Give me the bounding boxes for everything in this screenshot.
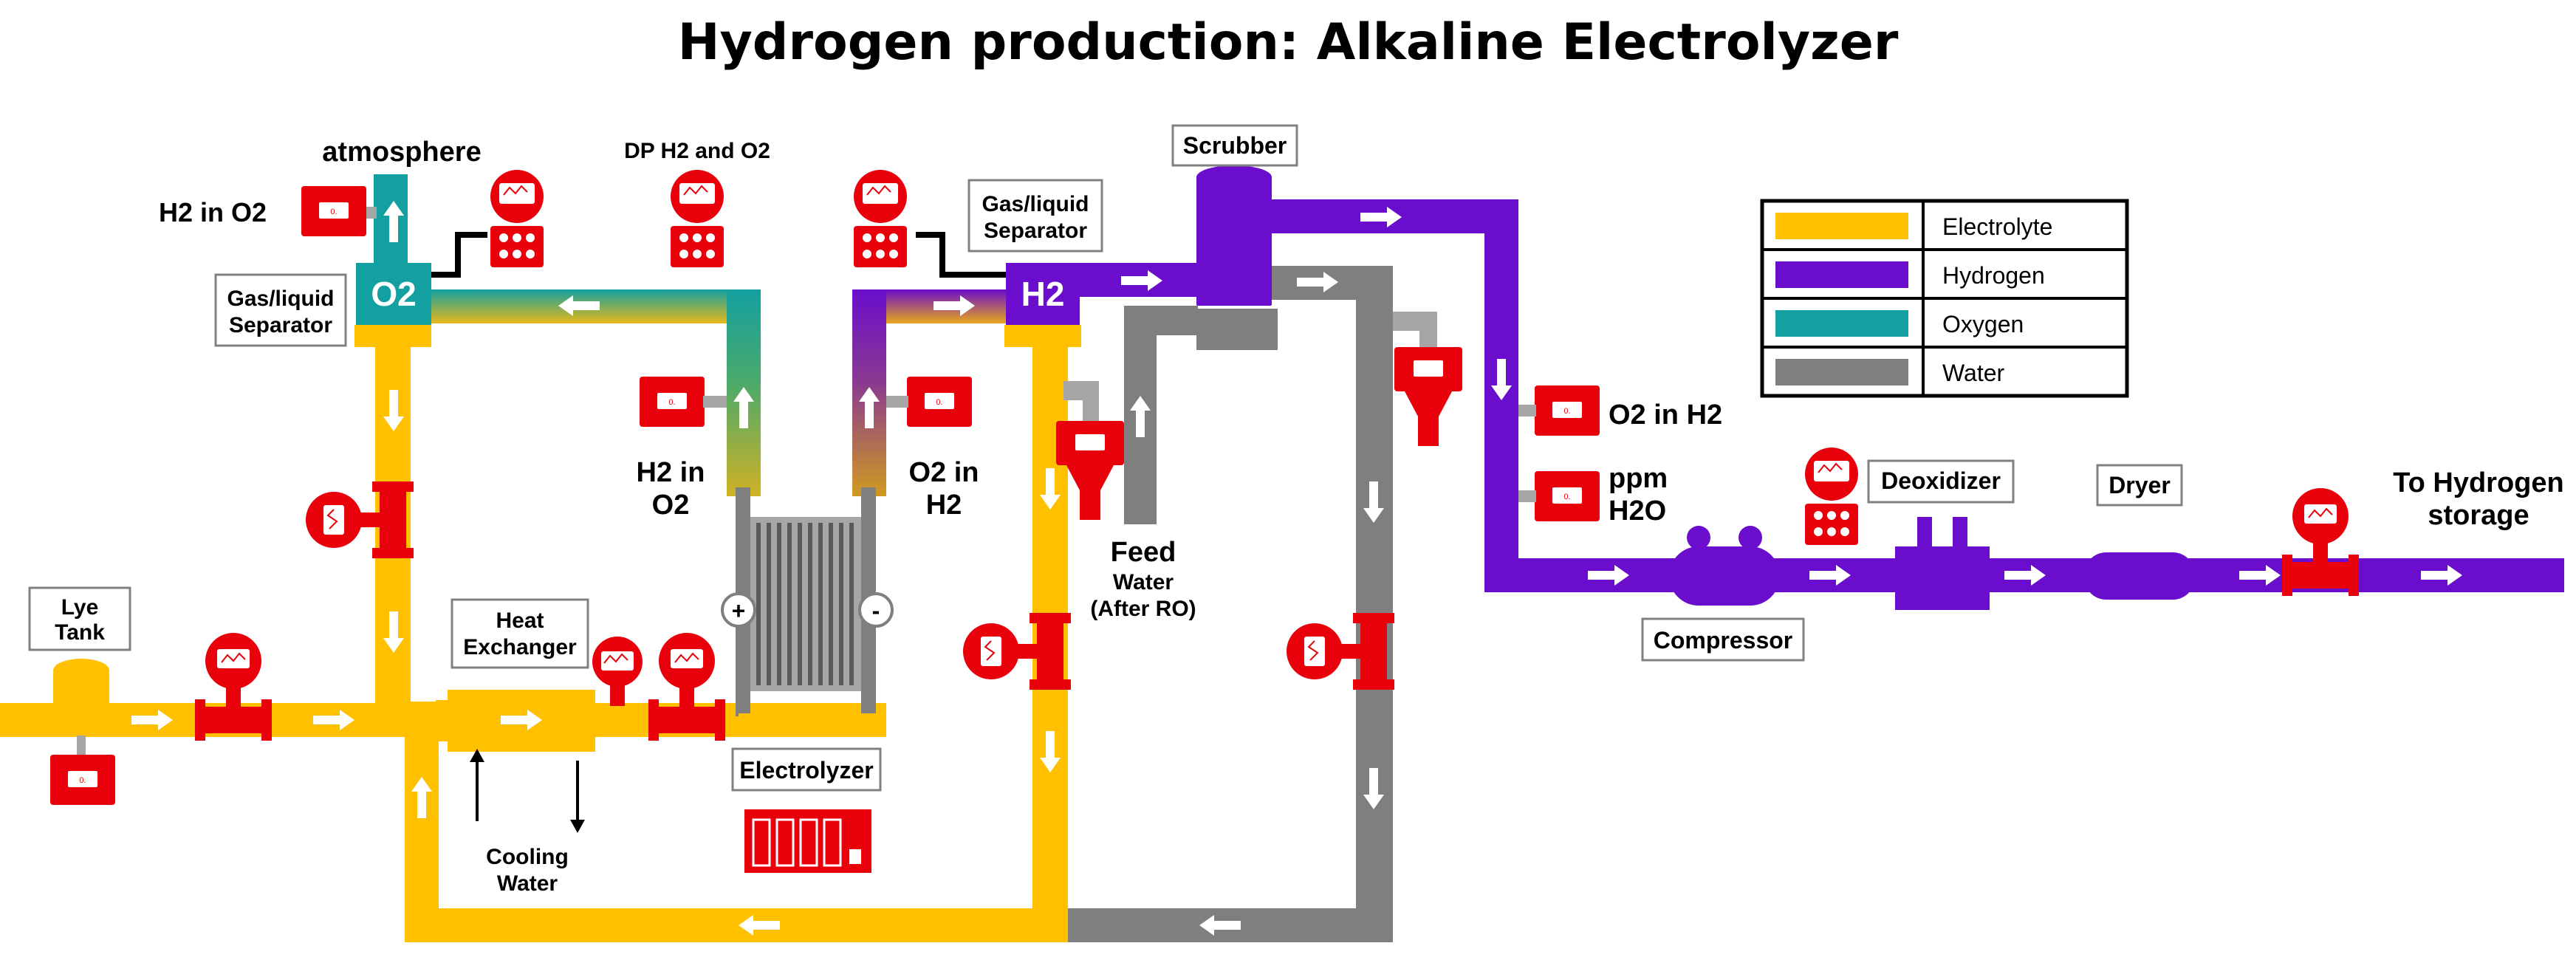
legend-label-water: Water	[1942, 360, 2005, 386]
electrolyzer-box	[731, 747, 882, 792]
gls-right-box	[967, 179, 1103, 253]
ppm-h2o-analyzer	[1535, 471, 1600, 521]
o2-in-h2-mid-line2: H2	[926, 490, 962, 521]
heat-exchanger-box	[451, 598, 589, 669]
cooling-water-line1: Cooling	[486, 845, 569, 869]
cooling-water-line2: Water	[497, 871, 558, 896]
legend-swatch-hydrogen	[1775, 261, 1908, 288]
dp-label: DP H2 and O2	[624, 139, 770, 163]
compressor	[1669, 526, 1780, 606]
compressor-box	[1641, 617, 1805, 662]
electrolyzer-label: Electrolyzer	[739, 757, 873, 784]
pressure-transmitter-h2	[853, 169, 908, 268]
plus-terminal-icon	[721, 592, 756, 628]
deoxidizer-box	[1867, 459, 2015, 504]
o2-in-h2-analyzer-right	[1535, 385, 1600, 436]
water-pipes	[1063, 266, 1437, 942]
heat-exchanger-line1: Heat	[496, 608, 544, 633]
o2-in-h2-right-label: O2 in H2	[1609, 400, 1722, 431]
lye-tank-line2: Tank	[55, 620, 105, 645]
lye-flow-meter	[194, 632, 273, 741]
gls-left-box	[214, 273, 347, 347]
to-storage-line2: storage	[2428, 500, 2529, 531]
o2-separator-tag: O2	[371, 275, 416, 313]
h2-in-o2-analyzer-top	[301, 186, 366, 236]
electrolyzer-stack: + -	[721, 487, 894, 736]
legend-label-electrolyte: Electrolyte	[1942, 213, 2052, 240]
h2-in-o2-analyzer-mid	[640, 377, 705, 427]
minus-terminal-icon	[858, 592, 894, 628]
gls-right-line1: Gas/liquid	[982, 192, 1089, 216]
ppm-line1: ppm	[1609, 463, 1668, 494]
legend-swatch-electrolyte	[1775, 213, 1908, 239]
h2-in-o2-top-label: H2 in O2	[159, 197, 267, 227]
ppm-line2: H2O	[1609, 496, 1666, 527]
scrubber-probe	[1394, 347, 1462, 446]
h2-in-o2-mid-line1: H2 in	[637, 457, 705, 488]
labels: atmosphere DP H2 and O2 H2 in O2 Gas/liq…	[28, 124, 2564, 896]
minus-sign: -	[872, 597, 880, 624]
page-title: Hydrogen production: Alkaline Electrolyz…	[678, 13, 1899, 72]
legend-swatch-oxygen	[1775, 310, 1908, 337]
gls-right-line2: Separator	[984, 219, 1087, 243]
pressure-transmitter-o2	[490, 169, 544, 268]
h2-return-flow-meter	[962, 612, 1072, 690]
h2-separator-tag: H2	[1021, 275, 1065, 313]
cooling-water-arrows	[470, 749, 585, 833]
to-storage-line1: To Hydrogen	[2393, 467, 2564, 498]
dryer-box	[2096, 464, 2183, 507]
lye-tank	[50, 659, 115, 805]
temperature-transmitter	[592, 637, 643, 706]
heat-exchanger-line2: Exchanger	[463, 635, 577, 659]
hydrogen-flow-meter	[2281, 487, 2360, 597]
lye-tank-box	[28, 586, 131, 651]
gls-left-line1: Gas/liquid	[227, 287, 334, 311]
pressure-transmitter-dp	[670, 169, 724, 268]
gls-left-line2: Separator	[229, 313, 332, 337]
legend: Electrolyte Hydrogen Oxygen Water	[1760, 199, 2129, 398]
electrolyte-flow-meter	[648, 632, 726, 741]
water-flow-meter	[1286, 612, 1395, 690]
feed-line1: Feed	[1111, 537, 1176, 568]
compressor-label: Compressor	[1654, 627, 1793, 654]
dp-signal-lines	[431, 232, 1006, 278]
atmosphere-label: atmosphere	[322, 137, 481, 168]
dryer	[2084, 552, 2195, 600]
o2-return-flow-meter	[305, 481, 414, 559]
deoxidizer-label: Deoxidizer	[1881, 467, 2001, 494]
legend-label-hydrogen: Hydrogen	[1942, 262, 2045, 289]
legend-label-oxygen: Oxygen	[1942, 311, 2024, 337]
feed-line3: (After RO)	[1090, 597, 1196, 621]
scrubber-box	[1171, 124, 1298, 167]
deoxidizer	[1895, 517, 1990, 610]
feed-line2: Water	[1113, 570, 1174, 594]
power-unit-icon	[744, 809, 871, 873]
plus-sign: +	[732, 597, 746, 624]
legend-swatch-water	[1775, 359, 1908, 385]
lye-analyzer	[50, 755, 115, 805]
o2-in-h2-mid-line1: O2 in	[908, 457, 979, 488]
h2-in-o2-mid-line2: O2	[652, 490, 690, 521]
lye-tank-line1: Lye	[61, 595, 99, 620]
pressure-transmitter-compressor	[1804, 447, 1859, 546]
o2-in-h2-analyzer-mid	[907, 377, 972, 427]
dryer-label: Dryer	[2109, 472, 2171, 498]
scrubber-label: Scrubber	[1183, 132, 1287, 159]
